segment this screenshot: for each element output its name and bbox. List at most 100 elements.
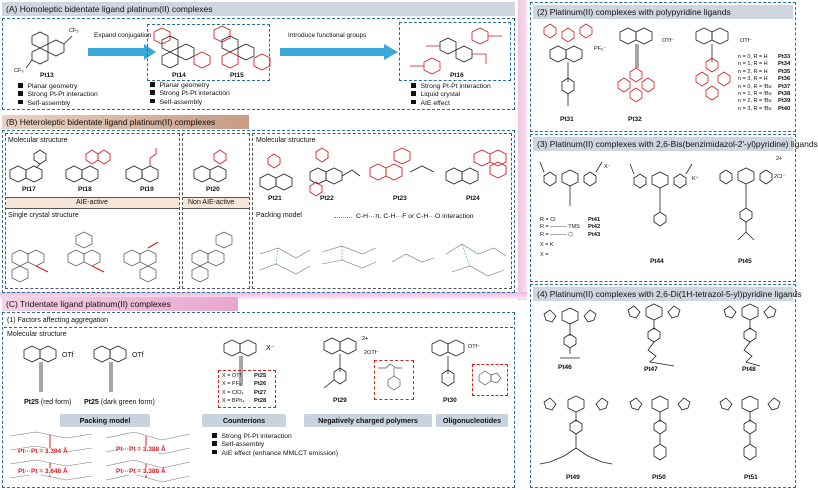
pt44-label: Pt44 [650,258,664,265]
pt31-structure [543,23,593,106]
pt14-pt15-box [147,24,270,81]
packing-model-tag: Packing model [60,414,150,427]
section-r2-title: (3) Platinum(II) complexes with 2,6-Bis(… [533,137,818,151]
pt50-structure [629,395,691,461]
non-aie-bar [183,197,249,209]
crystal-structures-left [11,231,159,283]
counterions-tag: Counterions [202,414,286,427]
panel-r2 [530,134,796,282]
panel-a [2,18,515,110]
polymers-tag: Negatively charged polymers [304,414,432,427]
pt25-green-label: Pt25 (dark green form) [84,399,155,406]
section-c-title: (C) Tridentate ligand platinum(II) compl… [2,297,238,311]
panel-r3 [530,284,796,488]
pt51-label: Pt51 [744,474,758,481]
pt29-polymer-box [374,360,414,400]
pt17-structure [9,149,47,183]
crystal-structure-pt20 [191,231,233,283]
functional-groups-label: Introduce functional groups [288,32,367,39]
pt49-label: Pt49 [566,474,580,481]
pt32-label: Pt32 [628,116,642,123]
counterion-structure [223,339,257,386]
pt41-43-structure [539,161,603,206]
pt29-charge: 2+ [362,336,369,342]
pt-series-conditions: n = 0, R = H n = 1, R = H n = 2, R = H n… [738,54,772,112]
pt30-nucleotide [478,370,502,386]
pt14-structure [153,27,211,69]
pt47-structure [627,303,681,367]
pt21-label: Pt21 [268,195,282,202]
pink-frame-vertical [518,0,527,300]
counterion-list: X = OTf X = PF₆ X = ClO₄ X = BPh₄ [222,373,245,405]
pt15-label: Pt15 [230,72,244,79]
pt46-label: Pt46 [558,364,572,371]
single-crystal-label: Single crystal structure [8,212,79,219]
pt14-bullets: Planar geometry Strong Pt-Pt interaction… [150,82,230,107]
pt46-structure [543,307,597,359]
distance-3: Pt···Pt = 3.648 Å [18,468,68,475]
pt25-red-otf: OTf [62,352,74,359]
pt13-structure [25,31,73,69]
c-bullets: Strong Pt-Pt interaction Self-assembly A… [212,433,338,458]
b-mid-box [182,133,250,289]
pt29-label: Pt29 [333,397,347,404]
panel-c [2,312,515,488]
pt16-box [399,22,511,81]
expand-conjugation-arrow [88,44,156,60]
panel-r1 [530,2,796,132]
section-a-title: (A) Homoleptic bidentate ligand platinum… [2,2,515,16]
pt45-2cl: 2Cl⁻ [774,174,786,180]
section-r3-title: (4) Platinum(II) complexes with 2,6-Di(1… [533,287,802,301]
pt45-2plus: 2+ [776,156,783,162]
pt16-label: Pt16 [450,72,464,79]
pt30-nucleotide-box [472,364,508,396]
pt48-structure [723,303,777,367]
pt25-red-structure [23,345,57,392]
pt47-label: Pt47 [644,366,658,373]
pt24-structure [445,149,507,185]
pt33-40-otf: OTf⁻ [740,38,753,44]
pt20-structure [193,149,227,183]
pt19-label: Pt19 [140,186,154,193]
pt13-cf3-bottom: CF₃ [14,68,24,74]
oligonucleotides-tag: Oligonucleotides [436,414,508,427]
pt32-structure [617,27,655,103]
non-aie-label: Non AIE-active [188,199,235,206]
r-list-labels: Pt41 Pt42 Pt43 [588,217,601,238]
pt22-label: Pt22 [320,195,334,202]
functional-groups-arrow [280,44,398,60]
pt31-label: Pt31 [560,116,574,123]
packing-model-images-c [9,431,191,483]
pt25-green-otf: OTf [132,352,144,359]
pt30-label: Pt30 [443,397,457,404]
pt44-structure [629,163,693,227]
aie-active-bar [6,197,179,209]
pt25-green-structure [93,345,127,392]
pt30-structure [431,339,465,387]
pt50-label: Pt50 [652,474,666,481]
pt13-bullets: Planar geometry Strong Pt-Pt interaction… [18,83,98,108]
pt16-bullets: Strong Pt-Pt interaction Liquid crystal … [411,83,491,108]
pt13-label: Pt13 [40,72,54,79]
pt-series-labels: Pt33 Pt34 Pt35 Pt36 Pt37 Pt38 Pt39 Pt40 [778,54,791,112]
aie-active-label: AIE-active [76,199,108,206]
counterion-labels: Pt25 Pt26 Pt27 Pt28 [254,373,267,405]
pt15-structure [213,25,271,71]
interaction-legend-line [334,217,352,218]
pt51-structure [719,395,781,461]
pt13-cf3-top: CF₃ [69,28,79,34]
pt18-label: Pt18 [78,186,92,193]
b-left-box [5,133,180,289]
packing-models-b [259,243,507,277]
packing-model-label-b: Packing model [256,212,302,219]
pt45-structure [719,167,773,241]
c-molecular-structure: Molecular structure [7,331,67,338]
counterion-x-minus: X⁻ [266,345,275,352]
b-right-box [252,133,512,289]
pt24-label: Pt24 [466,195,480,202]
pt41-43-x-minus: X⁻ [604,164,611,170]
pt23-label: Pt23 [393,195,407,202]
counterion-list-box [218,370,276,408]
pt14-label: Pt14 [172,72,186,79]
pt18-structure [65,149,111,183]
